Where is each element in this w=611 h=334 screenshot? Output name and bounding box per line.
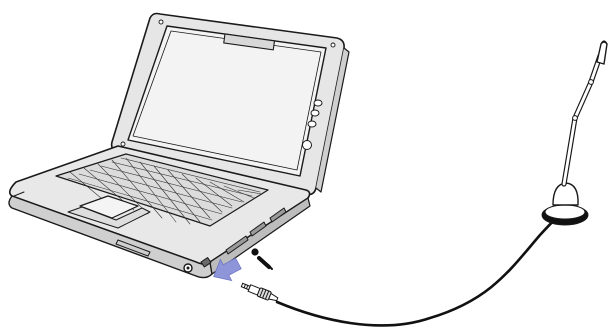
audio-jack-plug-icon [240, 281, 279, 304]
microphone-capsule [597, 42, 607, 64]
microphone-icon [542, 41, 607, 225]
microphone-cable [277, 216, 560, 325]
laptop-icon [9, 14, 349, 278]
microphone-symbol-icon [251, 248, 272, 269]
